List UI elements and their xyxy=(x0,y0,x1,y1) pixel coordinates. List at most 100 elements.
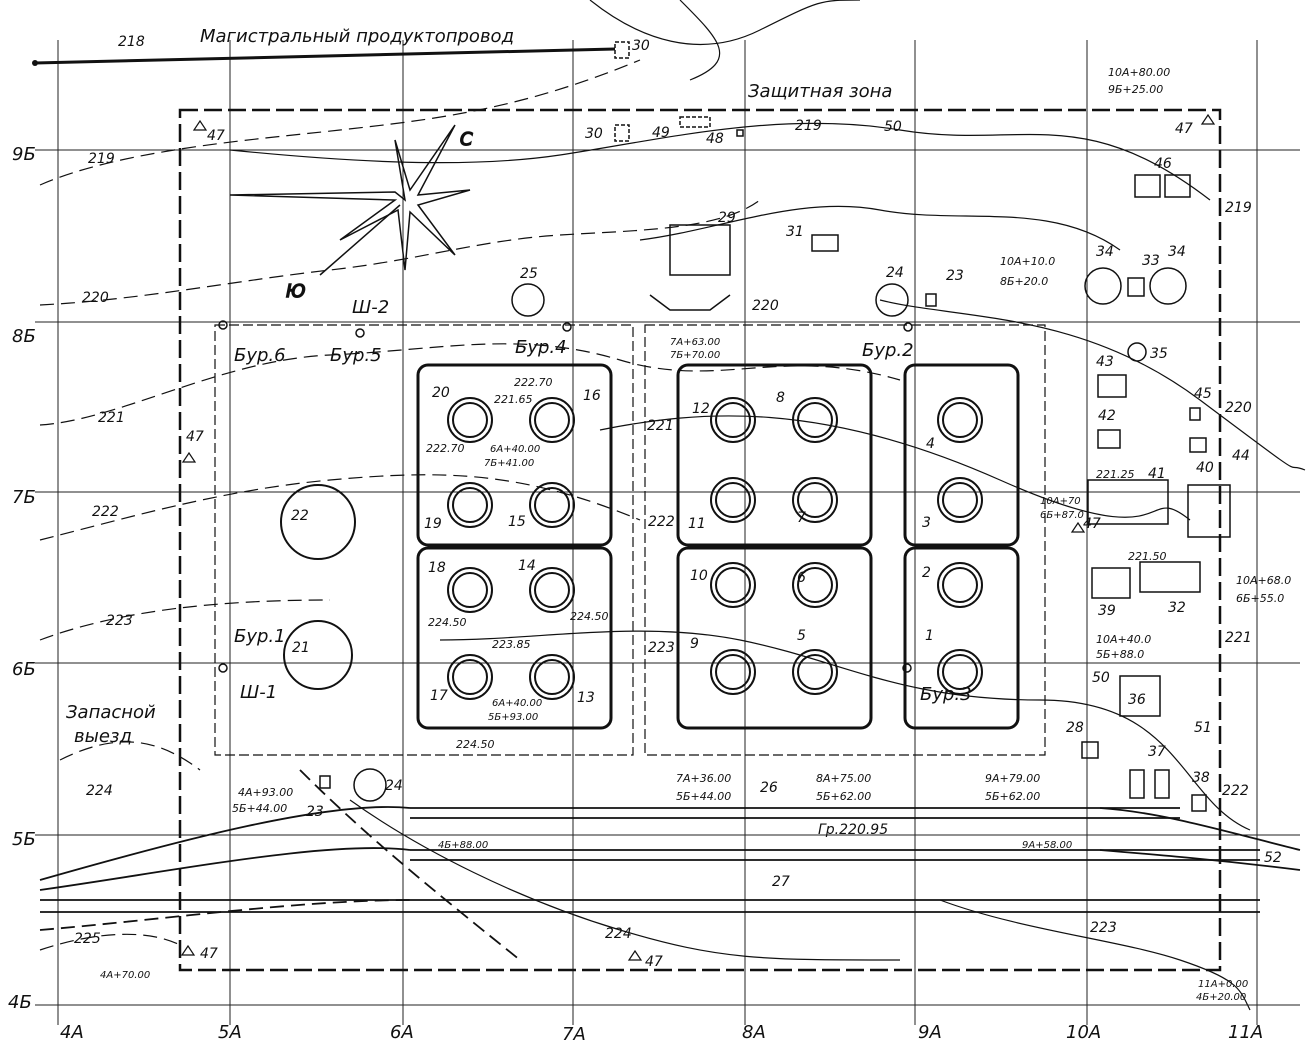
facility-label: 25 xyxy=(520,266,538,282)
facility-label: 23 xyxy=(946,268,964,284)
coord-label: 5Б+93.00 xyxy=(488,712,538,723)
facility-label: 24 xyxy=(385,778,403,794)
elevation-labels: 222.70 221.65 222.70 224.50 224.50 223.8… xyxy=(426,376,1167,838)
facility-label: 37 xyxy=(1148,744,1166,760)
facility-label: 42 xyxy=(1098,408,1116,424)
tank-label: 5 xyxy=(797,628,806,644)
contour-label: 219 xyxy=(795,118,822,134)
col-label-7a: 7А xyxy=(562,1024,586,1045)
coord-label: 5Б+62.00 xyxy=(985,790,1040,803)
facility-label: 30 xyxy=(585,126,603,142)
elevation-label: 222.70 xyxy=(426,442,465,455)
contour-label: 222 xyxy=(648,514,675,530)
grid-labels: 4А 5А 6А 7А 8А 9А 10А 11А 9Б 8Б 7Б 6Б 5Б… xyxy=(8,144,1263,1045)
tank-label: 11 xyxy=(688,516,706,532)
row-label-9b: 9Б xyxy=(12,144,36,165)
well-label: Бур.1 xyxy=(234,626,286,647)
railway-tracks xyxy=(39,769,1301,961)
facility-label: 40 xyxy=(1196,460,1214,476)
tank-label: 16 xyxy=(583,388,601,404)
facility-label: 51 xyxy=(1194,720,1212,736)
row-label-6b: 6Б xyxy=(12,659,36,680)
elevation-label: 221.65 xyxy=(494,393,533,406)
facility-label: 41 xyxy=(1148,466,1166,482)
elevation-label: 221.50 xyxy=(1128,550,1167,563)
pit-label: Ш-2 xyxy=(352,297,389,318)
protective-fence: Защитная зона xyxy=(178,81,1222,972)
tank-label: 9 xyxy=(690,636,699,652)
tank-label: 22 xyxy=(291,508,309,524)
reserve-exit: Запасной выезд xyxy=(66,702,156,747)
facility-label: 36 xyxy=(1128,692,1146,708)
protective-zone-label: Защитная зона xyxy=(748,81,892,102)
col-label-8a: 8А xyxy=(742,1022,766,1043)
contour-label: 221 xyxy=(98,410,125,426)
facility-label: 30 xyxy=(632,38,650,54)
contour-label: 222 xyxy=(1222,783,1249,799)
tank-label: 10 xyxy=(690,568,708,584)
coord-label: 5Б+44.00 xyxy=(676,790,731,803)
tank-labels: 1 2 3 4 5 6 7 8 9 10 11 12 13 14 15 16 1… xyxy=(291,385,935,706)
coord-label: 7Б+41.00 xyxy=(484,458,534,469)
contour-label: 223 xyxy=(648,640,675,656)
compass-rose: С Ю xyxy=(229,124,474,303)
well-label: Бур.5 xyxy=(330,345,382,366)
contour-label: 221 xyxy=(1225,630,1252,646)
col-label-9a: 9А xyxy=(918,1022,942,1043)
pipeline-title: Магистральный продуктопровод xyxy=(200,26,514,47)
reserve-exit-label: выезд xyxy=(74,726,132,747)
facility-label: 24 xyxy=(886,265,904,281)
coord-label: 9А+79.00 xyxy=(985,772,1040,785)
coord-label: 4Б+20.00 xyxy=(1196,992,1246,1003)
col-label-6a: 6А xyxy=(390,1022,414,1043)
contour-label: 221 xyxy=(647,418,674,434)
benchmark-label: 47 xyxy=(1175,121,1193,137)
compass-north: С xyxy=(460,129,473,150)
coord-label: 4А+93.00 xyxy=(238,786,293,799)
well-label: Бур.3 xyxy=(920,684,972,705)
ground-level-label: Гр.220.95 xyxy=(818,822,888,838)
grid-lines xyxy=(35,40,1300,1025)
contour-label: 224 xyxy=(86,783,113,799)
facility-label: 45 xyxy=(1194,386,1212,402)
reserve-exit-label: Запасной xyxy=(66,702,156,723)
facility-label: 28 xyxy=(1066,720,1084,736)
facility-label: 50 xyxy=(884,119,902,135)
coord-label: 10А+40.0 xyxy=(1096,633,1151,646)
benchmark-label: 47 xyxy=(200,946,218,962)
main-pipeline: Магистральный продуктопровод 30 xyxy=(32,26,650,66)
contour-label: 225 xyxy=(74,931,101,947)
tank-label: 17 xyxy=(430,688,448,704)
facility-shapes xyxy=(319,116,1231,812)
elevation-label: 223.85 xyxy=(492,638,531,651)
coord-label: 7А+36.00 xyxy=(676,772,731,785)
tank-label: 21 xyxy=(292,640,310,656)
benchmark-label: 47 xyxy=(645,954,663,970)
elevation-label: 224.50 xyxy=(456,738,495,751)
coord-label: 10А+70 xyxy=(1040,496,1081,507)
facility-label: 50 xyxy=(1092,670,1110,686)
benchmark-label: 47 xyxy=(186,429,204,445)
facility-label: 52 xyxy=(1264,850,1282,866)
facility-label: 39 xyxy=(1098,603,1116,619)
compass-south: Ю xyxy=(286,281,305,302)
facility-label: 23 xyxy=(306,804,324,820)
col-label-10a: 10А xyxy=(1066,1022,1101,1043)
col-label-4a: 4А xyxy=(60,1022,84,1043)
benchmark-label: 47 xyxy=(1083,516,1101,532)
coord-label: 5Б+62.00 xyxy=(816,790,871,803)
coord-label: 6А+40.00 xyxy=(492,698,542,709)
facility-label: 31 xyxy=(786,224,804,240)
coord-label: 4А+70.00 xyxy=(100,970,150,981)
coord-label: 7Б+70.00 xyxy=(670,350,720,361)
elevation-label: 222.70 xyxy=(514,376,553,389)
col-label-5a: 5А xyxy=(218,1022,242,1043)
tank-label: 13 xyxy=(577,690,595,706)
tank-label: 12 xyxy=(692,401,710,417)
facility-label: 29 xyxy=(718,210,736,226)
contour-label: 224 xyxy=(605,926,632,942)
tank-label: 8 xyxy=(776,390,785,406)
tanks xyxy=(280,397,983,700)
